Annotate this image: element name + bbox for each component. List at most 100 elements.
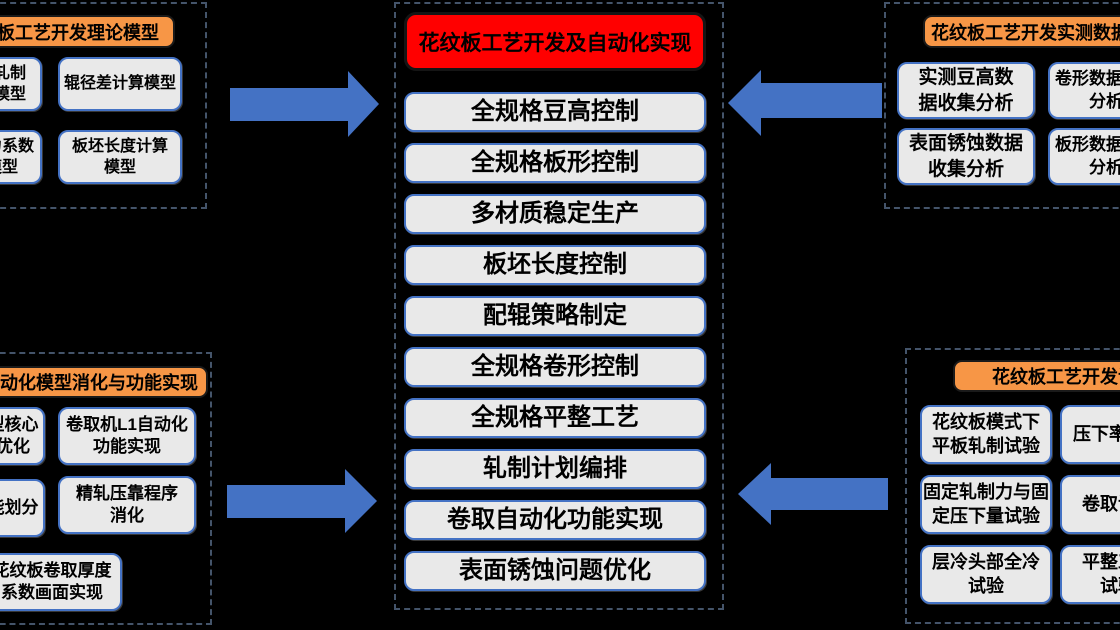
- bottom-left-wide-box-holder: 花纹板卷取厚度系数画面实现: [0, 553, 122, 611]
- box-text-line: 消化与优化: [0, 437, 30, 456]
- bottom-right-cut-column: 压下率试验卷取试验平整工艺试验: [1060, 405, 1120, 604]
- function-box: 卷取机L1自动化功能实现: [58, 407, 196, 465]
- top-left-panel-border: [0, 2, 207, 209]
- center-column: 花纹板工艺开发及自动化实现 全规格豆高控制全规格板形控制多材质稳定生产板坯长度控…: [404, 12, 706, 591]
- box-text-line: 卷取试验: [1082, 493, 1120, 514]
- center-flow-box: 全规格卷形控制: [404, 347, 706, 387]
- box-text-line: 板坯长度控制: [483, 251, 627, 279]
- box-text-line: 轧制模型核心: [0, 414, 39, 434]
- box-text-line: 层冷头部全冷: [932, 551, 1040, 572]
- box-text-line: 试验: [1100, 575, 1120, 596]
- function-box: 控制功能划分: [0, 479, 45, 537]
- bottom-left-panel-border: [0, 352, 212, 625]
- center-panel-border: [394, 2, 724, 610]
- arrow-bottom-left-shaft: [227, 485, 345, 518]
- box-text-line: 花纹板轧制: [0, 64, 26, 82]
- box-text-line: 板坯长度计算: [71, 137, 168, 155]
- center-flow-box: 全规格豆高控制: [404, 92, 706, 132]
- box-text-line: 卷形数据收集: [1055, 69, 1120, 89]
- box-text-line: 计算模型: [0, 159, 18, 176]
- center-flow-list: 全规格豆高控制全规格板形控制多材质稳定生产板坯长度控制配辊策略制定全规格卷形控制…: [404, 92, 706, 591]
- test-box: 固定轧制力与固定压下量试验: [920, 475, 1052, 534]
- center-flow-box: 表面锈蚀问题优化: [404, 551, 706, 591]
- box-text-line: 力计算模型: [0, 86, 26, 103]
- box-text-line: 卷取自动化功能实现: [447, 506, 663, 534]
- arrow-bottom-left-head-icon: [345, 469, 377, 533]
- box-text-line: 多材质稳定生产: [471, 200, 639, 228]
- center-flow-box: 全规格平整工艺: [404, 398, 706, 438]
- test-box: 花纹板模式下平板轧制试验: [920, 405, 1052, 464]
- center-flow-box: 卷取自动化功能实现: [404, 500, 706, 540]
- box-text-line: 精轧压靠程序: [76, 483, 178, 503]
- box-text-line: 花纹板模式下: [932, 411, 1040, 432]
- box-text-line: 功能实现: [93, 437, 161, 456]
- bottom-left-cut-column: 轧制模型核心消化与优化控制功能划分: [0, 407, 45, 537]
- bottom-left-column: 卷取机L1自动化功能实现精轧压靠程序消化: [58, 407, 196, 534]
- function-box: 花纹板卷取厚度系数画面实现: [0, 553, 122, 611]
- top-right-cut-column: 卷形数据收集分析板形数据收集分析: [1048, 62, 1120, 185]
- test-box: 压下率试验: [1060, 405, 1120, 464]
- box-text-line: 消化: [110, 506, 144, 525]
- box-text-line: 据收集分析: [918, 92, 1014, 114]
- model-box: 变形抗力系数计算模型: [0, 130, 42, 184]
- top-right-column: 实测豆高数据收集分析表面锈蚀数据收集分析: [897, 62, 1035, 185]
- box-text-line: 系数画面实现: [1, 583, 103, 602]
- center-flow-box: 全规格板形控制: [404, 143, 706, 183]
- box-text-line: 全规格平整工艺: [471, 404, 639, 432]
- arrow-bottom-right-shaft: [771, 478, 888, 510]
- top-left-column: 辊径差计算模型板坯长度计算模型: [58, 57, 182, 184]
- function-box: 轧制模型核心消化与优化: [0, 407, 45, 465]
- center-flow-box: 多材质稳定生产: [404, 194, 706, 234]
- model-box: 板坯长度计算模型: [58, 130, 182, 184]
- bottom-left-section-title: 自动化模型消化与功能实现: [0, 366, 208, 398]
- top-left-section-title: 花纹板工艺开发理论模型: [0, 15, 175, 48]
- arrow-bottom-right-head-icon: [738, 463, 771, 525]
- box-text-line: 定压下量试验: [932, 505, 1040, 526]
- box-text-line: 全规格豆高控制: [471, 98, 639, 126]
- center-flow-box: 轧制计划编排: [404, 449, 706, 489]
- arrow-top-left-head-icon: [348, 71, 379, 137]
- box-text-line: 配辊策略制定: [483, 302, 627, 330]
- box-text-line: 压下率试验: [1073, 423, 1120, 444]
- test-box: 卷取试验: [1060, 475, 1120, 534]
- bottom-right-column: 花纹板模式下平板轧制试验固定轧制力与固定压下量试验层冷头部全冷试验: [920, 405, 1052, 604]
- box-text-line: 全规格卷形控制: [471, 353, 639, 381]
- arrow-top-left-shaft: [230, 88, 348, 121]
- test-box: 层冷头部全冷试验: [920, 545, 1052, 604]
- box-text-line: 试验: [968, 575, 1004, 596]
- box-text-line: 模型: [103, 159, 136, 176]
- bottom-right-panel-border: [905, 348, 1120, 624]
- box-text-line: 表面锈蚀问题优化: [459, 557, 651, 585]
- center-flow-box: 板坯长度控制: [404, 245, 706, 285]
- box-text-line: 平板轧制试验: [932, 435, 1040, 456]
- arrow-top-right-shaft: [761, 83, 882, 118]
- box-text-line: 表面锈蚀数据: [908, 133, 1023, 155]
- bottom-right-section-title: 花纹板工艺开发试验: [953, 360, 1120, 392]
- test-box: 平整工艺试验: [1060, 545, 1120, 604]
- box-text-line: 花纹板卷取厚度: [0, 560, 112, 580]
- box-text-line: 实测豆高数: [918, 67, 1014, 89]
- box-text-line: 固定轧制力与固: [923, 481, 1049, 502]
- center-title: 花纹板工艺开发及自动化实现: [404, 12, 706, 71]
- top-left-cut-column: 花纹板轧制力计算模型变形抗力系数计算模型: [0, 57, 42, 184]
- data-box: 表面锈蚀数据收集分析: [897, 128, 1035, 185]
- box-text-line: 卷取机L1自动化: [66, 414, 188, 434]
- data-box: 板形数据收集分析: [1048, 128, 1120, 185]
- box-text-line: 板形数据收集: [1055, 135, 1120, 155]
- box-text-line: 全规格板形控制: [471, 149, 639, 177]
- model-box: 辊径差计算模型: [58, 57, 182, 111]
- box-text-line: 轧制计划编排: [483, 455, 627, 483]
- box-text-line: 收集分析: [927, 158, 1004, 180]
- top-right-panel-border: [884, 2, 1120, 209]
- box-text-line: 分析: [1089, 157, 1120, 177]
- center-flow-box: 配辊策略制定: [404, 296, 706, 336]
- arrow-top-right-head-icon: [728, 70, 761, 136]
- data-box: 实测豆高数据收集分析: [897, 62, 1035, 119]
- data-box: 卷形数据收集分析: [1048, 62, 1120, 119]
- box-text-line: 控制功能划分: [0, 497, 39, 517]
- box-text-line: 平整工艺: [1082, 551, 1120, 572]
- box-text-line: 辊径差计算模型: [63, 75, 176, 93]
- top-right-section-title: 花纹板工艺开发实测数据分析: [923, 15, 1120, 48]
- model-box: 花纹板轧制力计算模型: [0, 57, 42, 111]
- function-box: 精轧压靠程序消化: [58, 476, 196, 534]
